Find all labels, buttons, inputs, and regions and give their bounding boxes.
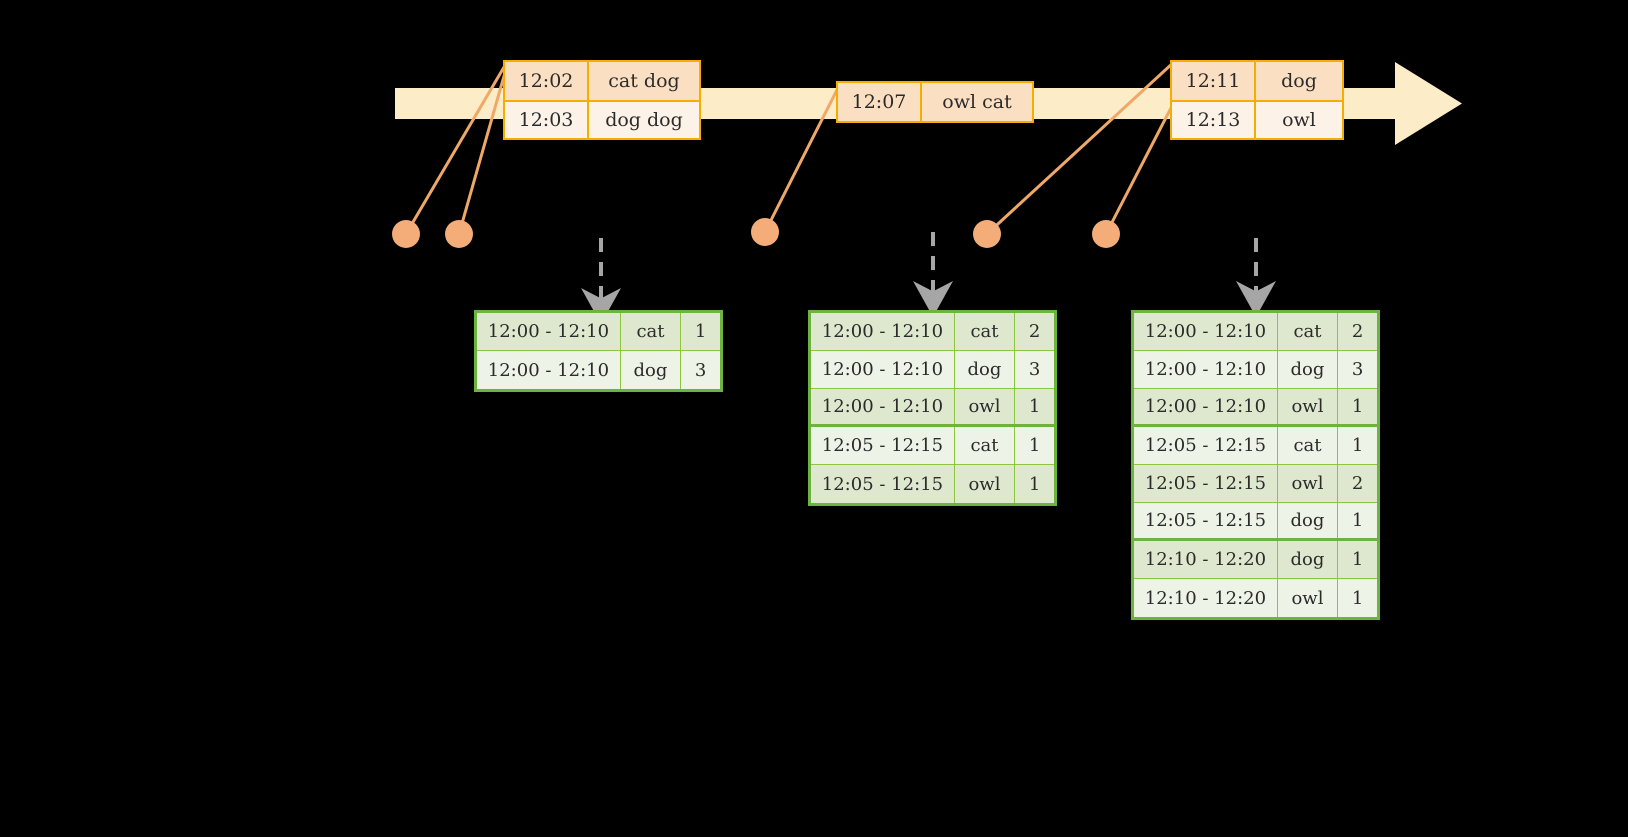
table-row[interactable]: 12:10 - 12:20 dog 1 xyxy=(1134,541,1377,579)
count-cell: 1 xyxy=(1351,435,1364,456)
window-cell: 12:00 - 12:10 xyxy=(1134,351,1278,388)
event-time: 12:02 xyxy=(505,62,589,100)
key-cell: owl xyxy=(1278,579,1339,617)
window-cell: 12:10 - 12:20 xyxy=(1134,541,1278,578)
timeline-event-row[interactable]: 12:07 owl cat xyxy=(838,83,1032,121)
key-cell: owl xyxy=(955,465,1016,503)
table-row[interactable]: 12:00 - 12:10 cat 1 xyxy=(477,313,720,351)
count-cell: 3 xyxy=(694,359,707,381)
timeline-event-row[interactable]: 12:02 cat dog xyxy=(505,62,699,100)
window-cell: 12:05 - 12:15 xyxy=(811,427,955,464)
connector-line-5 xyxy=(1104,103,1175,235)
count-cell: 1 xyxy=(1028,435,1041,456)
table-row[interactable]: 12:00 - 12:10 dog 3 xyxy=(477,351,720,389)
count-cell: 1 xyxy=(1028,473,1041,495)
window-cell: 12:05 - 12:15 xyxy=(1134,503,1278,538)
connector-line-3 xyxy=(763,81,843,233)
event-dot-2 xyxy=(445,220,473,248)
window-cell: 12:00 - 12:10 xyxy=(811,313,955,350)
key-cell: cat xyxy=(1278,313,1339,350)
window-cell: 12:00 - 12:10 xyxy=(811,351,955,388)
timeline-event-group-1[interactable]: 12:02 cat dog 12:03 dog dog xyxy=(503,60,701,140)
window-cell: 12:00 - 12:10 xyxy=(477,351,621,389)
count-cell: 3 xyxy=(1028,359,1041,380)
window-cell: 12:05 - 12:15 xyxy=(811,465,955,503)
table-row[interactable]: 12:05 - 12:15 owl 2 xyxy=(1134,465,1377,503)
connector-line-2 xyxy=(457,61,510,235)
key-cell: dog xyxy=(1278,541,1339,578)
event-dot-1 xyxy=(392,220,420,248)
table-row[interactable]: 12:00 - 12:10 cat 2 xyxy=(1134,313,1377,351)
result-table-3[interactable]: 12:00 - 12:10 cat 2 12:00 - 12:10 dog 3 … xyxy=(1131,310,1380,620)
key-cell: dog xyxy=(1278,351,1339,388)
event-payload: owl cat xyxy=(942,91,1012,113)
key-cell: owl xyxy=(1278,389,1339,424)
window-cell: 12:00 - 12:10 xyxy=(477,313,621,350)
count-cell: 3 xyxy=(1351,359,1364,380)
timeline-event-group-3[interactable]: 12:11 dog 12:13 owl xyxy=(1170,60,1344,140)
key-cell: cat xyxy=(955,313,1016,350)
key-cell: dog xyxy=(621,351,682,389)
event-dot-3 xyxy=(751,218,779,246)
count-cell: 2 xyxy=(1351,473,1364,494)
event-time: 12:11 xyxy=(1172,62,1256,100)
event-payload: dog dog xyxy=(605,109,683,131)
window-cell: 12:10 - 12:20 xyxy=(1134,579,1278,617)
key-cell: owl xyxy=(955,389,1016,424)
table-row[interactable]: 12:05 - 12:15 cat 1 xyxy=(1134,427,1377,465)
window-cell: 12:05 - 12:15 xyxy=(1134,465,1278,502)
timeline-event-row[interactable]: 12:13 owl xyxy=(1172,100,1342,138)
key-cell: dog xyxy=(955,351,1016,388)
table-row[interactable]: 12:00 - 12:10 dog 3 xyxy=(1134,351,1377,389)
connector-line-1 xyxy=(404,61,509,235)
key-cell: dog xyxy=(1278,503,1339,538)
table-row[interactable]: 12:00 - 12:10 owl 1 xyxy=(811,389,1054,427)
table-row[interactable]: 12:10 - 12:20 owl 1 xyxy=(1134,579,1377,617)
timeline-event-group-2[interactable]: 12:07 owl cat xyxy=(836,81,1034,123)
key-cell: owl xyxy=(1278,465,1339,502)
table-row[interactable]: 12:05 - 12:15 owl 1 xyxy=(811,465,1054,503)
key-cell: cat xyxy=(955,427,1016,464)
count-cell: 1 xyxy=(1351,549,1364,570)
count-cell: 2 xyxy=(1351,321,1364,342)
result-table-2[interactable]: 12:00 - 12:10 cat 2 12:00 - 12:10 dog 3 … xyxy=(808,310,1057,506)
count-cell: 1 xyxy=(694,321,707,342)
count-cell: 1 xyxy=(1351,396,1364,417)
table-row[interactable]: 12:05 - 12:15 dog 1 xyxy=(1134,503,1377,541)
table-row[interactable]: 12:00 - 12:10 dog 3 xyxy=(811,351,1054,389)
table-row[interactable]: 12:00 - 12:10 owl 1 xyxy=(1134,389,1377,427)
count-cell: 1 xyxy=(1028,396,1041,417)
result-table-1[interactable]: 12:00 - 12:10 cat 1 12:00 - 12:10 dog 3 xyxy=(474,310,723,392)
event-payload: cat dog xyxy=(608,70,680,92)
key-cell: cat xyxy=(1278,427,1339,464)
event-time: 12:03 xyxy=(505,102,589,138)
key-cell: cat xyxy=(621,313,682,350)
table-row[interactable]: 12:00 - 12:10 cat 2 xyxy=(811,313,1054,351)
event-dot-5 xyxy=(1092,220,1120,248)
timeline-event-row[interactable]: 12:03 dog dog xyxy=(505,100,699,138)
event-payload: dog xyxy=(1281,70,1317,92)
event-payload: owl xyxy=(1282,109,1316,131)
event-dot-4 xyxy=(973,220,1001,248)
window-cell: 12:00 - 12:10 xyxy=(811,389,955,424)
event-time: 12:13 xyxy=(1172,102,1256,138)
table-row[interactable]: 12:05 - 12:15 cat 1 xyxy=(811,427,1054,465)
count-cell: 1 xyxy=(1351,510,1364,531)
window-cell: 12:05 - 12:15 xyxy=(1134,427,1278,464)
window-cell: 12:00 - 12:10 xyxy=(1134,313,1278,350)
event-time: 12:07 xyxy=(838,83,922,121)
count-cell: 2 xyxy=(1028,321,1041,342)
count-cell: 1 xyxy=(1351,587,1364,609)
window-cell: 12:00 - 12:10 xyxy=(1134,389,1278,424)
timeline-event-row[interactable]: 12:11 dog xyxy=(1172,62,1342,100)
